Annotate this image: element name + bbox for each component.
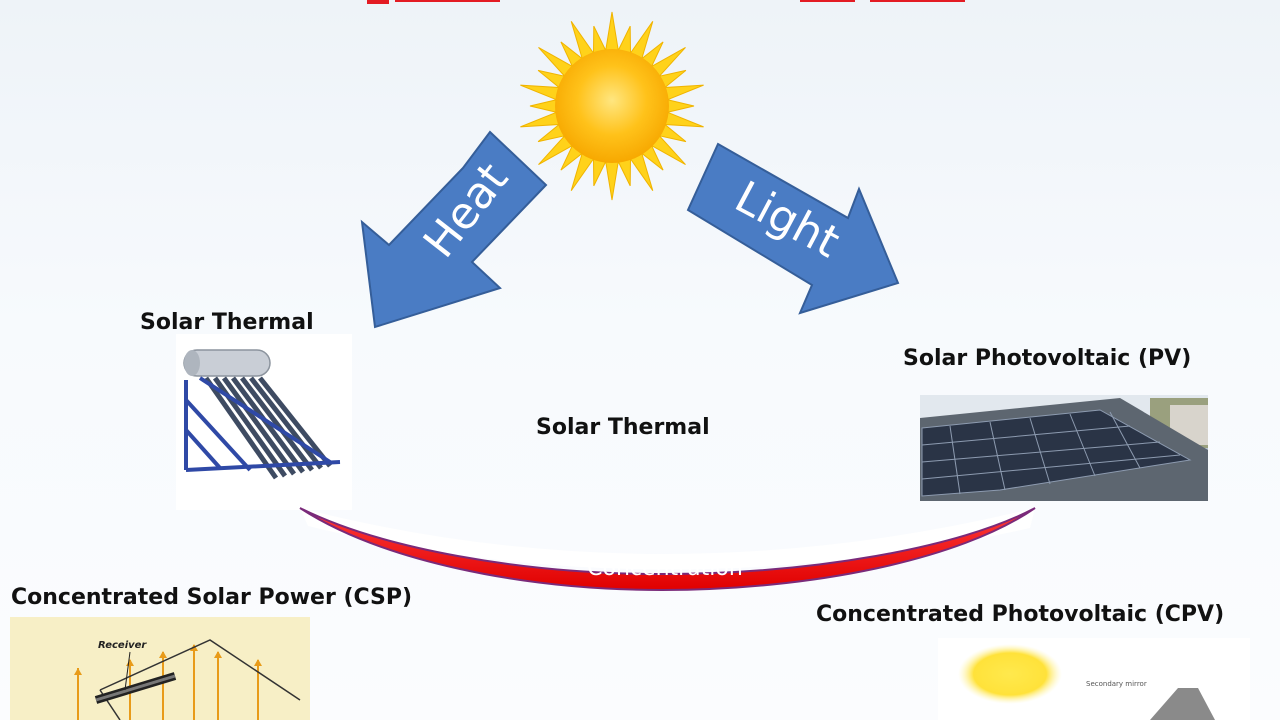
csp-receiver-label: Receiver: [98, 640, 147, 651]
csp-trough-image: Receiver: [10, 617, 310, 720]
sun-core: [555, 49, 669, 163]
solar-thermal-label: Solar Thermal: [140, 310, 314, 335]
concentration-arrow: Concentration: [299, 507, 1036, 592]
solar-water-heater-image: [176, 334, 352, 510]
concentration-label: Concentration: [587, 556, 743, 581]
title-fragment: [367, 0, 965, 4]
csp-label: Concentrated Solar Power (CSP): [11, 585, 413, 610]
solar-panel-roof-image: [920, 395, 1208, 501]
heat-arrow: Heat: [360, 130, 548, 329]
sun-icon: [520, 11, 704, 201]
center-solar-thermal-label: Solar Thermal: [536, 415, 710, 440]
solar-photovoltaic-label: Solar Photovoltaic (PV): [903, 346, 1192, 371]
light-arrow: Light: [686, 142, 900, 315]
cpv-secondary-mirror-label: Secondary mirror: [1086, 680, 1147, 688]
cpv-diagram-image: Secondary mirror: [938, 638, 1250, 720]
cpv-label: Concentrated Photovoltaic (CPV): [816, 602, 1225, 627]
